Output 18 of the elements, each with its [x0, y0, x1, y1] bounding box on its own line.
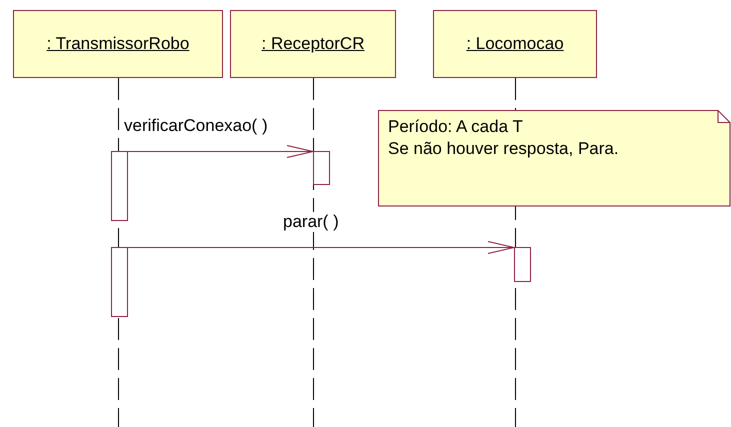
- message-label: verificarConexao( ): [124, 116, 268, 136]
- message-arrow: [128, 241, 514, 254]
- message-arrow: [128, 145, 314, 158]
- note-box: [378, 110, 731, 207]
- object-name: : TransmissorRobo: [46, 34, 190, 54]
- object-name: : ReceptorCR: [262, 34, 364, 54]
- activation-bar: [313, 151, 330, 185]
- note-text: Se não houver resposta, Para.: [388, 138, 620, 160]
- object-name: : Locomocao: [466, 34, 564, 54]
- activation-bar: [514, 247, 531, 282]
- lifeline-head-box: [13, 10, 223, 78]
- note-text: Período: A cada T: [388, 116, 524, 138]
- activation-bar: [111, 247, 128, 317]
- activation-bar: [111, 151, 128, 221]
- message-label: parar( ): [283, 212, 339, 232]
- lifeline-head-box: [433, 10, 597, 78]
- lifeline-head-box: [230, 10, 396, 78]
- lifeline: [313, 78, 314, 427]
